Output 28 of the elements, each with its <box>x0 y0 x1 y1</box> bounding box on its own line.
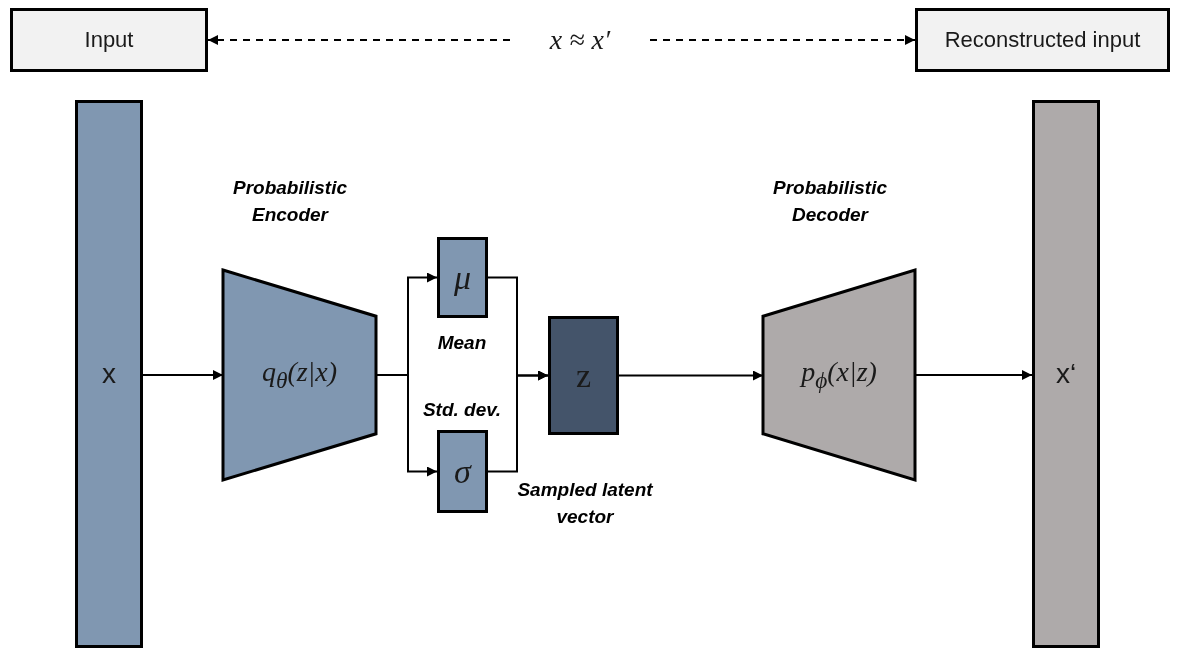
latent-vector-box <box>548 316 619 435</box>
std-dev-box <box>437 430 488 513</box>
input-layer-bar <box>75 100 143 648</box>
arrow <box>207 35 511 45</box>
node-label: x <box>102 358 116 390</box>
node-label: Input <box>84 27 134 53</box>
caption-label: Probabilistic Encoder <box>232 176 348 227</box>
node-label: Reconstructed input <box>944 27 1141 53</box>
output-layer-bar <box>1032 100 1100 648</box>
mean-box <box>437 237 488 318</box>
formula-label: p$_{ϕ}$(x|z) <box>801 356 877 394</box>
caption-label: Probabilistic Decoder <box>772 176 888 227</box>
formula-label: x ≈ x′ <box>549 24 611 56</box>
caption-label: Mean <box>436 331 488 355</box>
arrow <box>618 370 764 381</box>
caption-label: Std. dev. <box>421 398 503 422</box>
output-box <box>915 8 1170 72</box>
caption-label: Sampled latent vector <box>516 478 654 529</box>
input-box <box>10 8 208 72</box>
arrow <box>487 370 549 473</box>
formula-label: σ <box>454 452 471 491</box>
formula-label: μ <box>453 258 472 297</box>
node-label: z <box>575 356 592 395</box>
arrow <box>375 374 438 477</box>
arrow <box>649 35 916 45</box>
formula-label: q$_{θ}$(z|x) <box>261 356 338 394</box>
arrow <box>142 370 224 380</box>
node-label: x‘ <box>1055 358 1077 390</box>
